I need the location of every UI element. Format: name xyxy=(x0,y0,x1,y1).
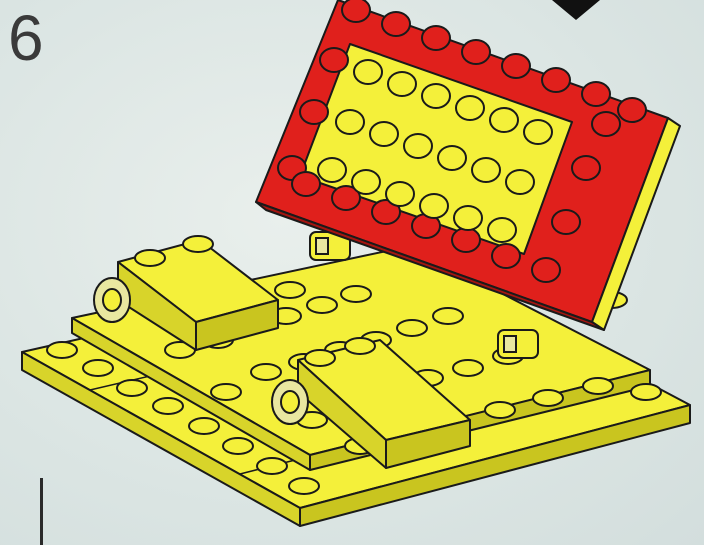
hinge-right xyxy=(498,330,538,358)
front-wheel-hub xyxy=(272,380,308,424)
page-divider-line xyxy=(40,478,43,545)
down-arrow-icon xyxy=(552,0,600,20)
left-wheel-hub xyxy=(94,278,130,322)
